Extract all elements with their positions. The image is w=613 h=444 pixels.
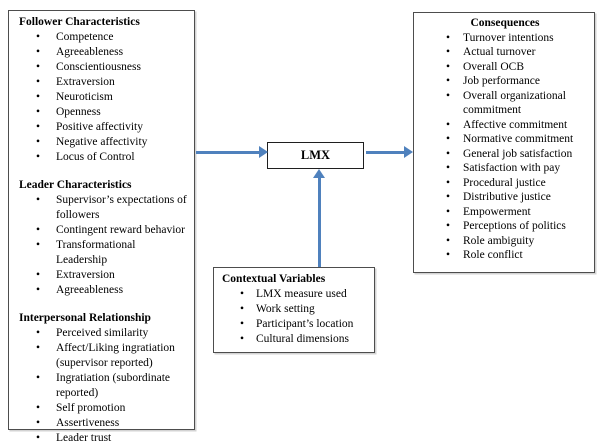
interpersonal-relationship-section: Interpersonal Relationship Perceived sim… bbox=[19, 311, 188, 444]
interpersonal-relationship-title: Interpersonal Relationship bbox=[19, 312, 151, 324]
list-item: Transformational Leadership bbox=[19, 238, 188, 268]
list-item: Perceived similarity bbox=[19, 326, 188, 341]
list-item: Locus of Control bbox=[19, 150, 188, 165]
list-item: Perceptions of politics bbox=[420, 219, 590, 234]
list-item: Agreeableness bbox=[19, 283, 188, 298]
list-item: General job satisfaction bbox=[420, 147, 590, 162]
list-item: Leader trust bbox=[19, 431, 188, 444]
contextual-variables-box: Contextual Variables LMX measure usedWor… bbox=[213, 267, 375, 353]
list-item: Job performance bbox=[420, 74, 590, 89]
list-item: Distributive justice bbox=[420, 190, 590, 205]
list-item: Satisfaction with pay bbox=[420, 161, 590, 176]
list-item: Role ambiguity bbox=[420, 234, 590, 249]
list-item: Assertiveness bbox=[19, 416, 188, 431]
list-item: Self promotion bbox=[19, 401, 188, 416]
contextual-variables-list: LMX measure usedWork settingParticipant’… bbox=[222, 287, 370, 347]
list-item: Extraversion bbox=[19, 268, 188, 283]
list-item: Competence bbox=[19, 30, 188, 45]
list-item: Contingent reward behavior bbox=[19, 223, 188, 238]
list-item: Empowerment bbox=[420, 205, 590, 220]
list-item: Work setting bbox=[222, 302, 370, 317]
antecedents-box: Follower Characteristics CompetenceAgree… bbox=[8, 10, 195, 444]
arrowhead-right-icon bbox=[259, 146, 268, 158]
leader-characteristics-title: Leader Characteristics bbox=[19, 179, 132, 191]
list-item: Turnover intentions bbox=[420, 31, 590, 46]
list-item: Overall OCB bbox=[420, 60, 590, 75]
contextual-variables-title: Contextual Variables bbox=[222, 273, 326, 285]
list-item: Conscientiousness bbox=[19, 60, 188, 75]
list-item: Participant’s location bbox=[222, 317, 370, 332]
consequences-title: Consequences bbox=[470, 17, 540, 29]
list-item: Agreeableness bbox=[19, 45, 188, 60]
consequences-box: Consequences Turnover intentionsActual t… bbox=[413, 12, 595, 273]
leader-characteristics-list: Supervisor’s expectations of followersCo… bbox=[19, 193, 188, 298]
leader-characteristics-section: Leader Characteristics Supervisor’s expe… bbox=[19, 178, 188, 298]
lmx-label: LMX bbox=[300, 148, 331, 162]
list-item: Affective commitment bbox=[420, 118, 590, 133]
follower-characteristics-section: Follower Characteristics CompetenceAgree… bbox=[19, 15, 188, 165]
list-item: Actual turnover bbox=[420, 45, 590, 60]
list-item: Neuroticism bbox=[19, 90, 188, 105]
arrowhead-right-icon bbox=[404, 146, 413, 158]
arrow-lmx-to-consequences bbox=[366, 151, 404, 154]
list-item: LMX measure used bbox=[222, 287, 370, 302]
list-item: Supervisor’s expectations of followers bbox=[19, 193, 188, 223]
list-item: Cultural dimensions bbox=[222, 332, 370, 347]
list-item: Overall organizational commitment bbox=[420, 89, 590, 118]
list-item: Positive affectivity bbox=[19, 120, 188, 135]
list-item: Procedural justice bbox=[420, 176, 590, 191]
list-item: Extraversion bbox=[19, 75, 188, 90]
list-item: Role conflict bbox=[420, 248, 590, 263]
list-item: Openness bbox=[19, 105, 188, 120]
list-item: Negative affectivity bbox=[19, 135, 188, 150]
list-item: Ingratiation (subordinate reported) bbox=[19, 371, 188, 401]
arrow-contextual-to-lmx bbox=[318, 178, 321, 267]
lmx-box: LMX bbox=[267, 142, 364, 169]
list-item: Affect/Liking ingratiation (supervisor r… bbox=[19, 341, 188, 371]
list-item: Normative commitment bbox=[420, 132, 590, 147]
interpersonal-relationship-list: Perceived similarityAffect/Liking ingrat… bbox=[19, 326, 188, 444]
arrow-antecedents-to-lmx bbox=[196, 151, 259, 154]
arrowhead-up-icon bbox=[313, 169, 325, 178]
follower-characteristics-list: CompetenceAgreeablenessConscientiousness… bbox=[19, 30, 188, 165]
consequences-list: Turnover intentionsActual turnoverOveral… bbox=[420, 31, 590, 263]
follower-characteristics-title: Follower Characteristics bbox=[19, 16, 140, 28]
